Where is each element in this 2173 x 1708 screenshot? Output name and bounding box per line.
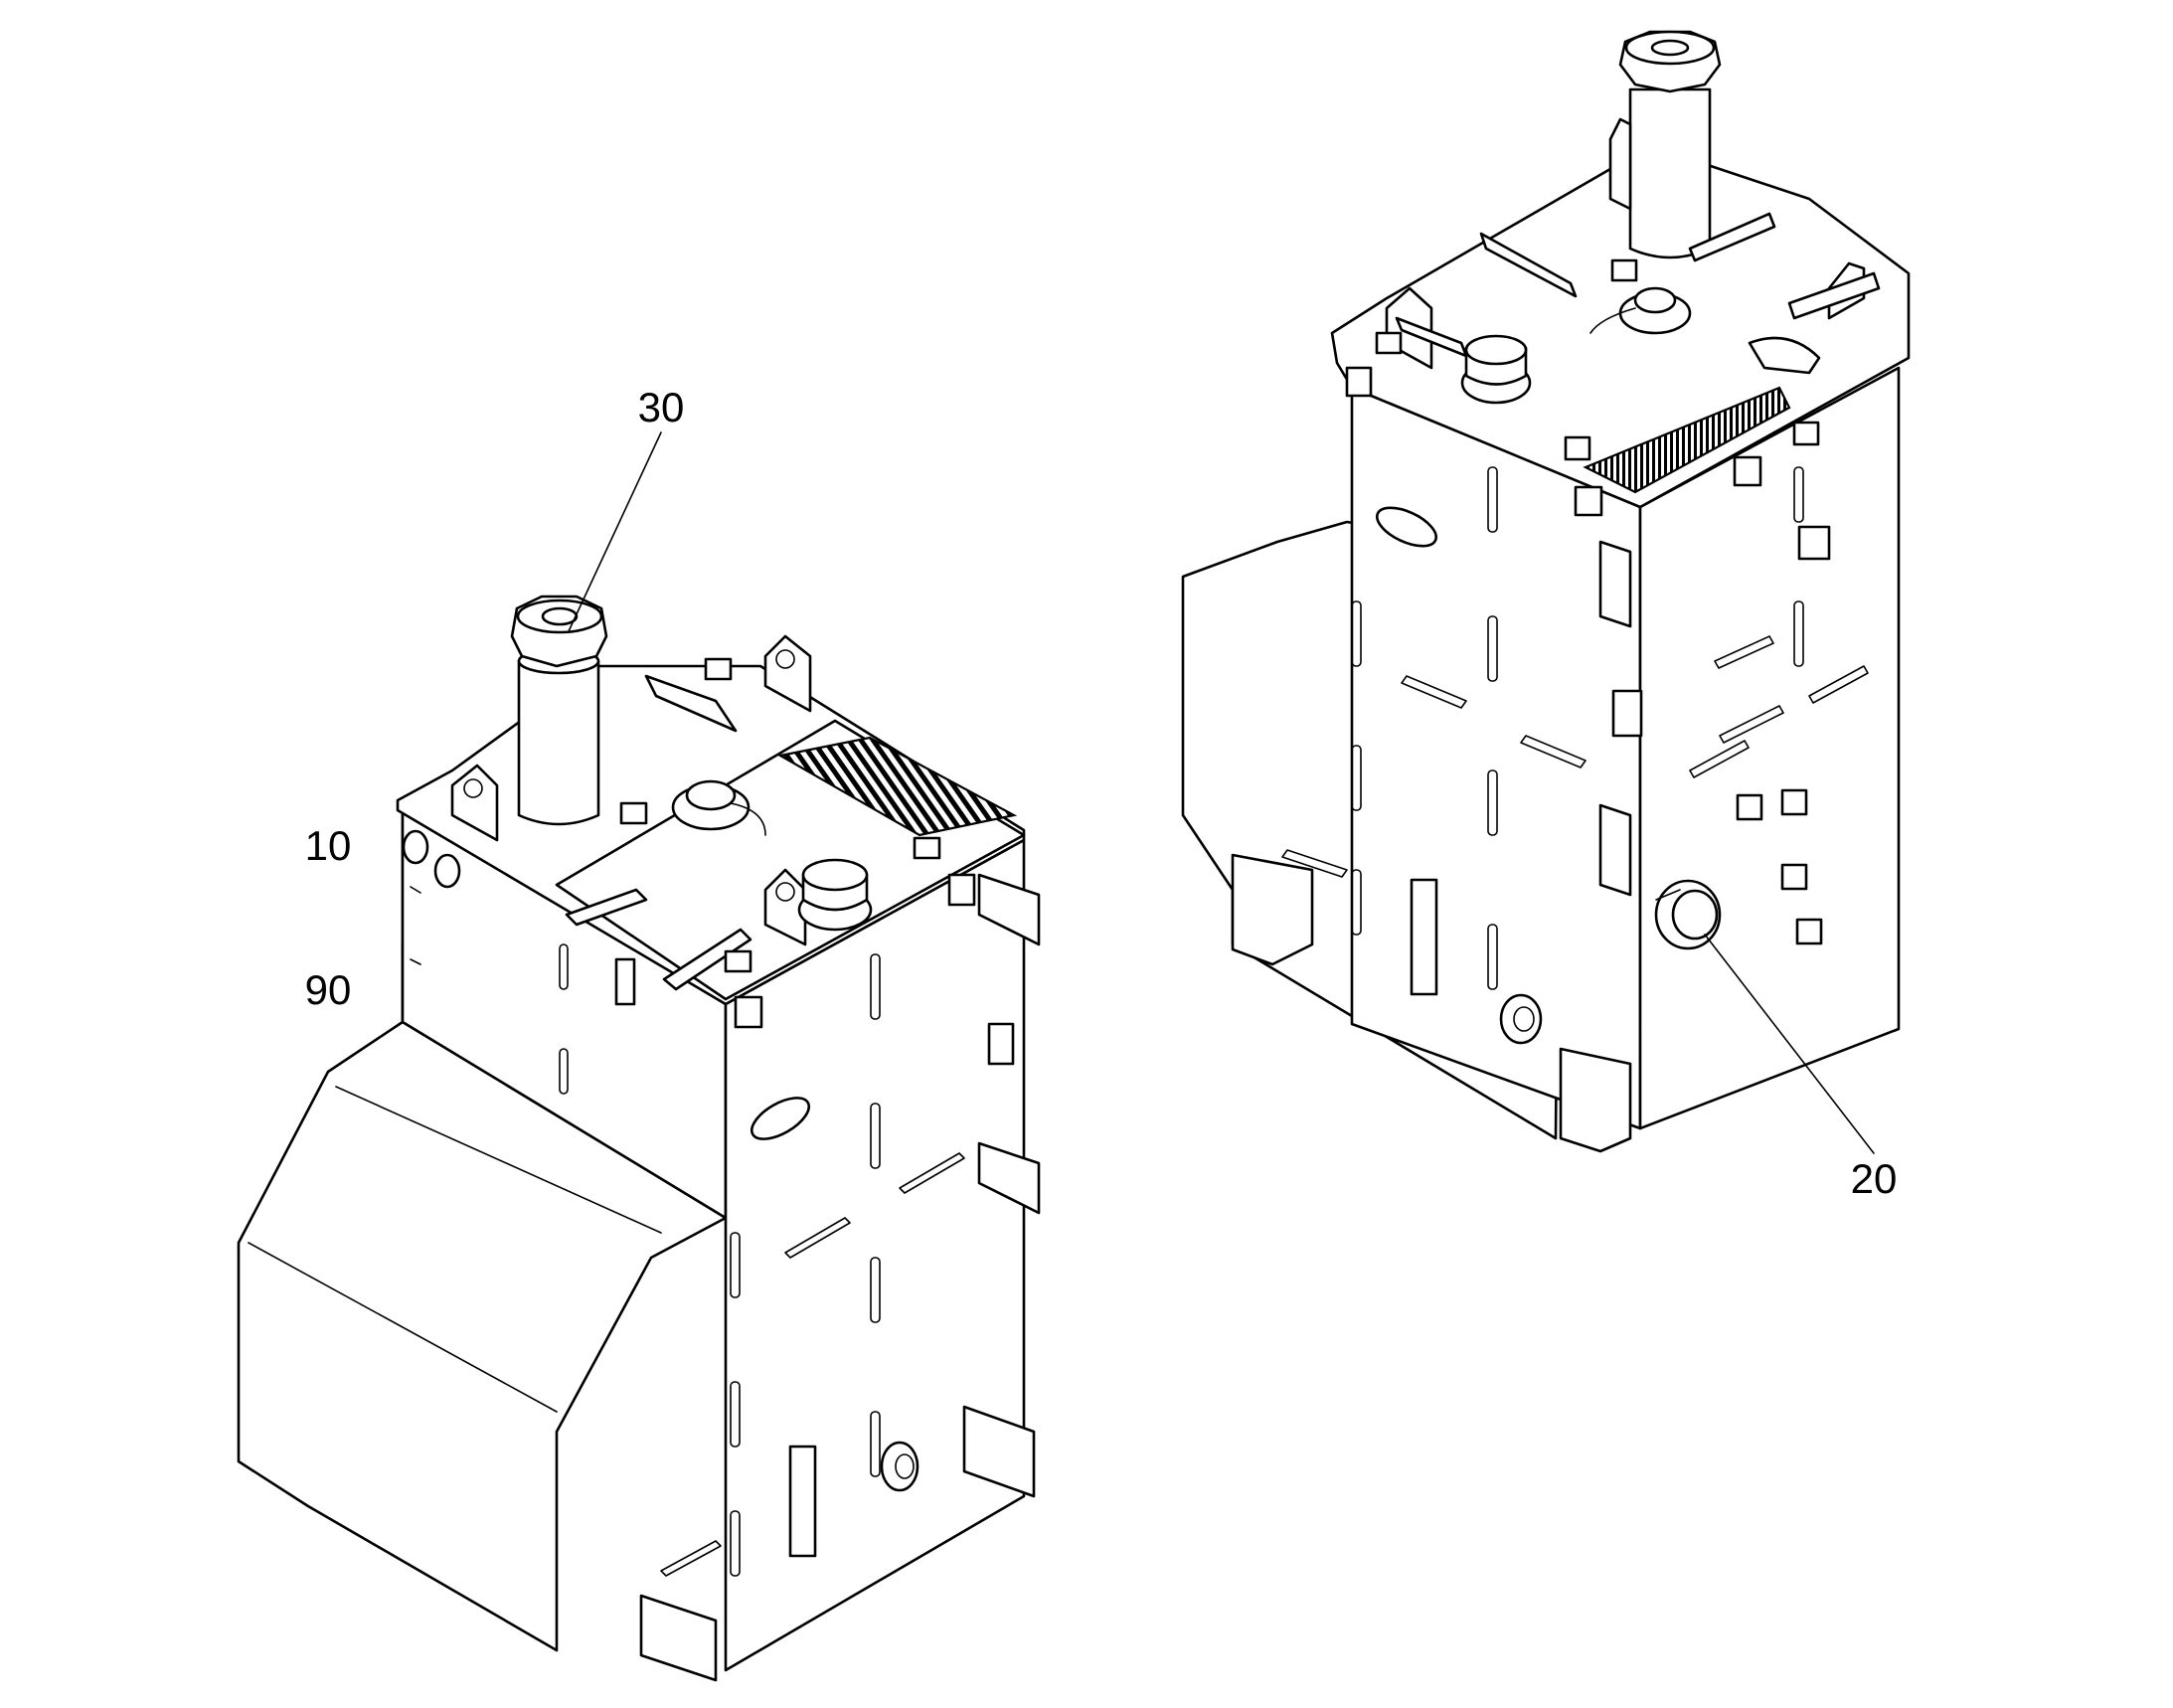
callout-90: 90	[305, 966, 352, 1013]
left-mount-block-1	[962, 1405, 1036, 1498]
left-lifting-lug-1	[450, 764, 499, 842]
right-top-block-5	[1345, 366, 1373, 398]
right-side-slots	[1281, 466, 1869, 990]
leader-20	[1704, 934, 1875, 1154]
left-side-fittings	[402, 829, 461, 965]
left-top-clamp-2	[565, 888, 648, 927]
left-terminal-strip	[788, 1445, 817, 1558]
right-tank-grating	[1583, 386, 1791, 494]
left-filler-plug	[797, 858, 873, 932]
right-terminal-strip	[1410, 878, 1438, 996]
right-level-sensor	[1589, 286, 1692, 335]
right-top-block-8	[1797, 525, 1831, 561]
right-mount-bracket-1	[1598, 540, 1632, 628]
left-tank-bend-line-2	[248, 1242, 558, 1413]
hydraulic-tank-left-view	[237, 595, 1041, 1682]
left-terminal-strip-2	[614, 957, 636, 1006]
right-top-bar-3	[1787, 271, 1881, 320]
left-mount-block-2	[639, 1594, 718, 1682]
right-mount-bracket-2	[1598, 803, 1632, 897]
left-filler-cap	[510, 595, 608, 826]
right-top-block-7	[1733, 455, 1762, 487]
left-drain-plug	[880, 1441, 919, 1492]
right-top-clamp	[1748, 336, 1821, 375]
right-oval-cover	[1376, 506, 1437, 548]
right-top-bar-2	[1688, 212, 1776, 262]
callout-labels: 30 10 90 20	[305, 384, 1898, 1202]
left-tank-bend-line	[335, 1086, 662, 1234]
left-oval-cover	[750, 1097, 811, 1140]
left-mount-bracket-1	[977, 873, 1041, 946]
callout-leaders	[568, 431, 1875, 1154]
left-tank-grating	[776, 736, 1018, 837]
left-top-clamp-1	[644, 674, 738, 733]
right-top-block-6	[1574, 485, 1603, 517]
left-level-sensor	[671, 779, 766, 836]
callout-10: 10	[305, 822, 352, 869]
right-top-block-1	[1610, 258, 1638, 282]
left-top-clamp-3	[662, 928, 752, 991]
left-top-block-1	[704, 657, 733, 681]
left-top-block-2	[619, 801, 648, 825]
right-side-block-4	[1795, 918, 1823, 945]
right-top-bar-4	[1395, 316, 1468, 358]
right-side-block-3	[1780, 863, 1808, 891]
right-filler-cap	[1618, 30, 1722, 259]
right-top-block-2	[1375, 331, 1403, 355]
right-sight-block	[1611, 689, 1643, 738]
left-mount-bracket-2	[977, 1141, 1041, 1215]
right-filler-plug	[1460, 334, 1532, 405]
hydraulic-tank-right-view	[1181, 30, 1911, 1153]
right-drain-plug	[1499, 993, 1543, 1045]
right-top-block-3	[1564, 435, 1591, 461]
right-foot-block-1	[1231, 853, 1314, 966]
leader-30	[568, 431, 662, 632]
left-sight-block	[987, 1022, 1015, 1066]
right-top-bar-1	[1479, 232, 1578, 298]
left-side-slots	[559, 943, 965, 1577]
left-lifting-lug-2	[763, 634, 812, 713]
callout-20: 20	[1851, 1155, 1898, 1202]
right-side-block-2	[1780, 788, 1808, 816]
left-corner-block	[734, 995, 763, 1029]
left-top-block-4	[724, 949, 752, 973]
right-lifting-lug-1	[1608, 117, 1632, 211]
right-foot-block-2	[1559, 1047, 1632, 1153]
left-top-block-3	[913, 836, 941, 860]
left-corner-block-2	[947, 873, 976, 907]
callout-30: 30	[638, 384, 685, 430]
right-top-block-4	[1792, 421, 1820, 446]
right-side-block-1	[1736, 793, 1763, 821]
right-side-plug	[1654, 879, 1722, 950]
